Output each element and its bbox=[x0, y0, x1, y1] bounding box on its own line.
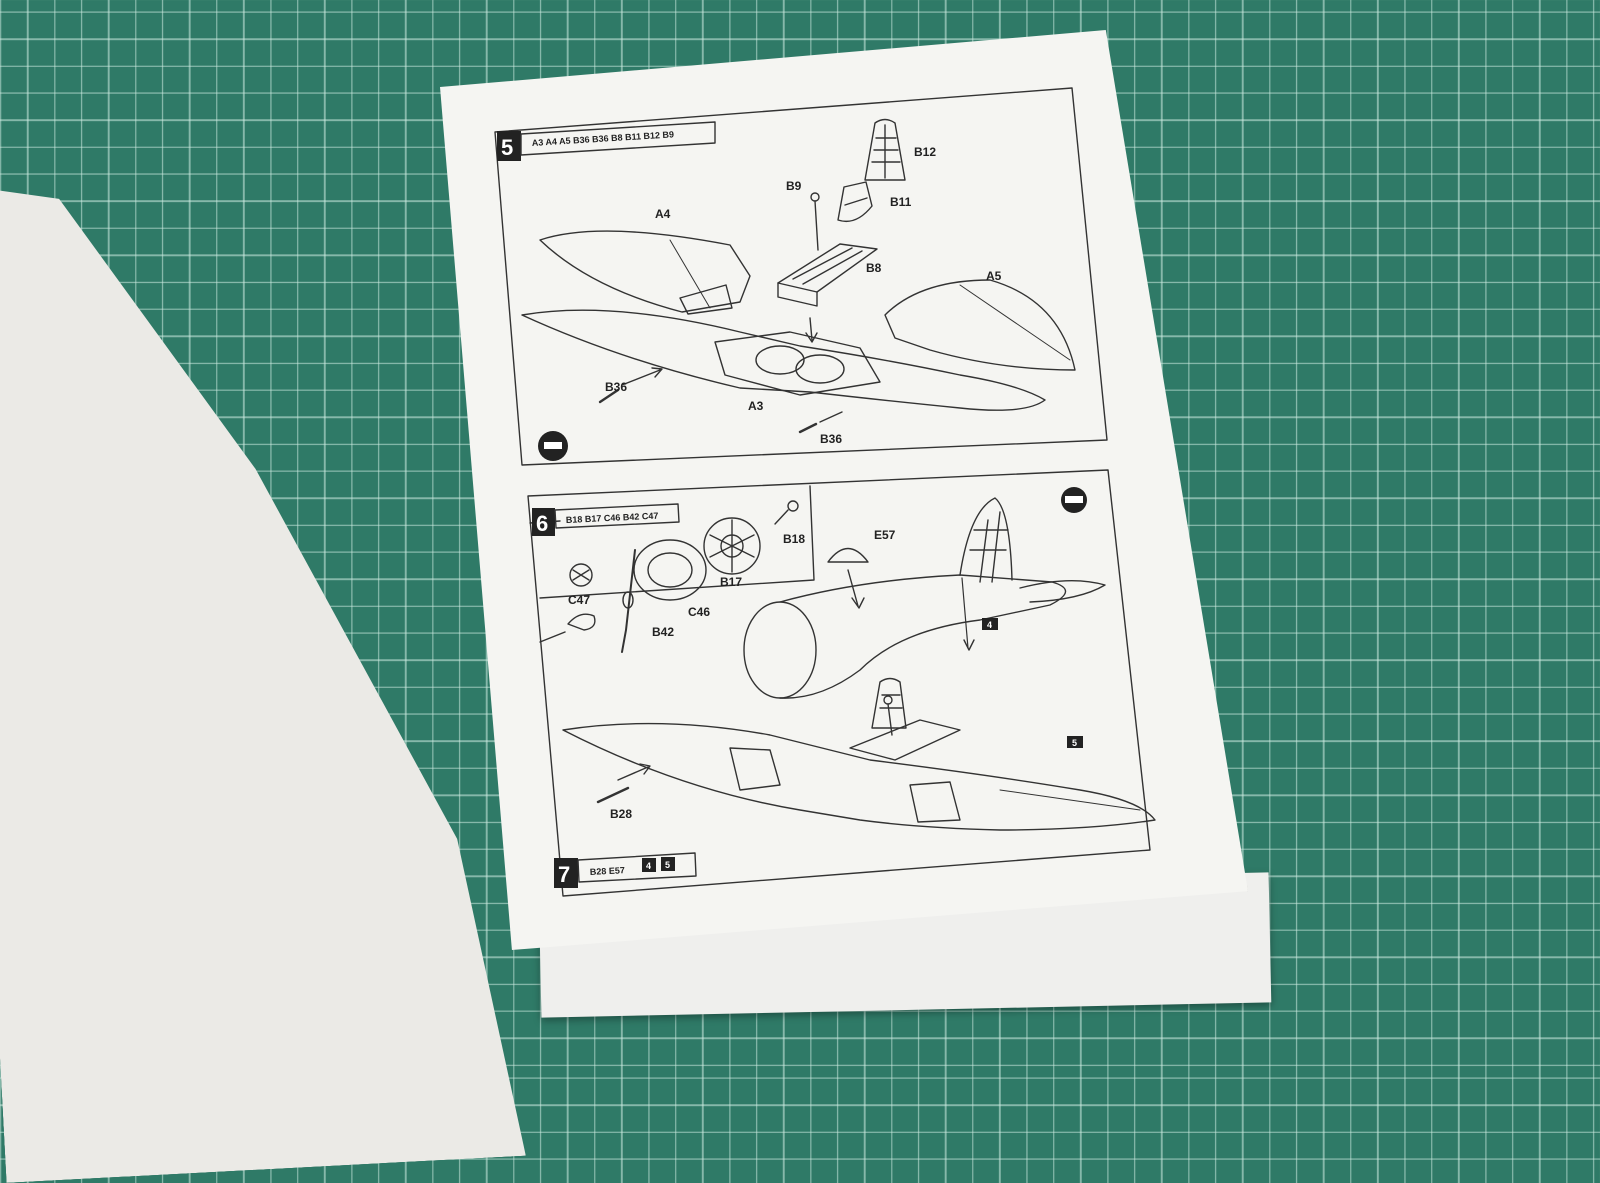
fuselage-nose bbox=[743, 601, 817, 699]
a3-lower-wing bbox=[521, 309, 1046, 411]
label-a5: A5 bbox=[986, 269, 1002, 283]
a5-right-wing bbox=[884, 279, 1076, 371]
label-c47: C47 bbox=[568, 593, 590, 607]
label-b12: B12 bbox=[914, 145, 936, 159]
label-b36-left: B36 bbox=[605, 380, 627, 394]
step6-badge bbox=[532, 508, 555, 536]
label-c46: C46 bbox=[688, 605, 710, 619]
step6-inset-frame bbox=[539, 485, 815, 599]
a4-left-wing bbox=[539, 230, 751, 313]
step7-badge bbox=[554, 858, 578, 888]
step6-parts-box bbox=[554, 503, 680, 529]
instruction-sheet: 5 A3 A4 A5 B36 B36 B8 B11 B12 B9 B12 B9 … bbox=[440, 30, 1248, 950]
tail-plane bbox=[1019, 579, 1106, 603]
ref-step-4-tag bbox=[982, 618, 998, 630]
c46-cowling-ring bbox=[633, 539, 707, 601]
step5-parts-box bbox=[520, 121, 716, 156]
label-e57: E57 bbox=[874, 528, 896, 542]
ref-step-5-tag bbox=[1067, 736, 1083, 748]
loose-paper-sheet bbox=[0, 157, 526, 1183]
tail-fin bbox=[959, 497, 1013, 581]
step5-number: 5 bbox=[501, 135, 513, 160]
label-b11: B11 bbox=[890, 195, 912, 209]
b18-part bbox=[787, 500, 799, 512]
b36-part-bottom bbox=[798, 422, 818, 434]
ref-step-4: 4 bbox=[987, 620, 992, 630]
step6-number: 6 bbox=[536, 511, 548, 536]
b9-control-stick bbox=[810, 192, 820, 202]
step7-ref-5: 5 bbox=[665, 860, 670, 870]
seat-assembly bbox=[871, 677, 907, 729]
step7-parts-list: B28 E57 bbox=[590, 865, 626, 877]
e57-cover bbox=[827, 547, 869, 563]
label-b17: B17 bbox=[720, 575, 742, 589]
fuselage bbox=[779, 574, 1067, 699]
label-b9: B9 bbox=[786, 179, 802, 193]
b17-engine bbox=[703, 517, 761, 575]
label-b28: B28 bbox=[610, 807, 632, 821]
label-b36-bottom: B36 bbox=[820, 432, 842, 446]
assembly-arrow bbox=[809, 317, 813, 341]
b12-seat-back bbox=[864, 118, 906, 181]
step6-7-frame bbox=[527, 469, 1151, 897]
label-b18: B18 bbox=[783, 532, 805, 546]
step7-parts-box bbox=[577, 852, 697, 883]
b11-seat bbox=[837, 181, 873, 223]
label-a3: A3 bbox=[748, 399, 764, 413]
label-b8: B8 bbox=[866, 261, 882, 275]
b42-propeller bbox=[621, 549, 636, 653]
c47-spinner bbox=[569, 563, 593, 587]
ref-step-5: 5 bbox=[1072, 738, 1077, 748]
lower-wing-assembly bbox=[562, 722, 1156, 831]
b8-cockpit-floor bbox=[777, 243, 878, 293]
label-a4: A4 bbox=[655, 207, 671, 221]
b36-part-left bbox=[598, 388, 620, 404]
step7-number: 7 bbox=[558, 862, 570, 887]
step6-parts-list: B18 B17 C46 B42 C47 bbox=[566, 511, 659, 525]
step7-ref-4: 4 bbox=[646, 861, 651, 871]
step5-frame bbox=[494, 87, 1108, 466]
step5-badge bbox=[497, 131, 521, 161]
instruction-drawings: 5 A3 A4 A5 B36 B36 B8 B11 B12 B9 B12 B9 … bbox=[494, 87, 1156, 897]
label-b42: B42 bbox=[652, 625, 674, 639]
b28-part bbox=[596, 786, 630, 804]
